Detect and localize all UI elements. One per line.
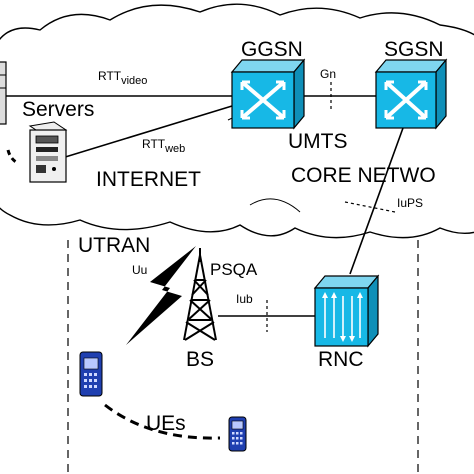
rnc-icon [313, 274, 380, 348]
iups-link [349, 127, 404, 275]
server-tower-left-icon [0, 61, 7, 125]
servers-label: Servers [22, 98, 94, 121]
ue-phone-right-icon [228, 416, 247, 452]
ue-phone-left-icon [79, 351, 103, 397]
uu-label: Uu [132, 263, 147, 277]
umts-label: UMTS [288, 130, 348, 153]
server-dashed-arc [6, 149, 17, 164]
core-network-label: CORE NETWO [291, 164, 436, 187]
base-station-tower-icon [183, 248, 217, 341]
iups-interface-marker [344, 201, 396, 213]
ues-label: UEs [146, 412, 186, 435]
server-tower-icon [28, 121, 68, 183]
gn-label: Gn [320, 67, 336, 81]
bs-label: BS [186, 348, 214, 371]
ue-dashed-arc [104, 403, 221, 440]
ggsn-label: GGSN [241, 38, 303, 61]
ggsn-switch-icon [230, 58, 306, 130]
cloud-inner-bump-2 [249, 198, 301, 213]
rtt-video-label: RTTvideo [98, 69, 147, 87]
rtt-web-label: RTTweb [142, 137, 185, 155]
rnc-label: RNC [318, 348, 364, 371]
psqa-label: PSQA [210, 260, 258, 279]
iub-label: Iub [236, 292, 253, 306]
sgsn-switch-icon [374, 58, 448, 130]
utran-label: UTRAN [78, 234, 150, 257]
sgsn-label: SGSN [384, 38, 444, 61]
iups-label: IuPS [397, 196, 423, 210]
internet-label: INTERNET [96, 168, 201, 191]
rtt-web-link [61, 105, 233, 159]
